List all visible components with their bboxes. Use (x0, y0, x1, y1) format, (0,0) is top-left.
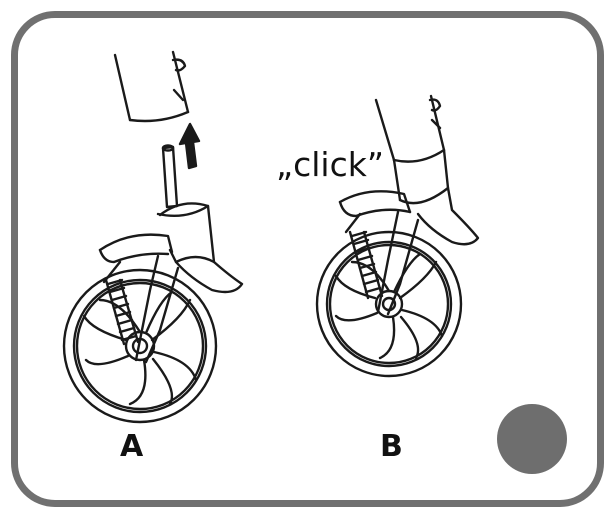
frame-tube-b (374, 94, 450, 202)
axle-pin-a (161, 144, 179, 209)
panel-a-label: A (120, 429, 144, 464)
up-arrow-icon (178, 122, 201, 170)
grey-dot-marker (497, 404, 567, 474)
wheel-icon (62, 268, 218, 424)
illustration-frame (11, 11, 604, 507)
frame-tube-a (113, 50, 190, 123)
wheel-b (315, 230, 463, 378)
click-sound-text: „click” (276, 145, 384, 184)
spring-b (348, 230, 384, 300)
fork-housing-b (338, 186, 480, 316)
panel-b-label: B (380, 429, 403, 464)
spring-a (104, 278, 140, 346)
